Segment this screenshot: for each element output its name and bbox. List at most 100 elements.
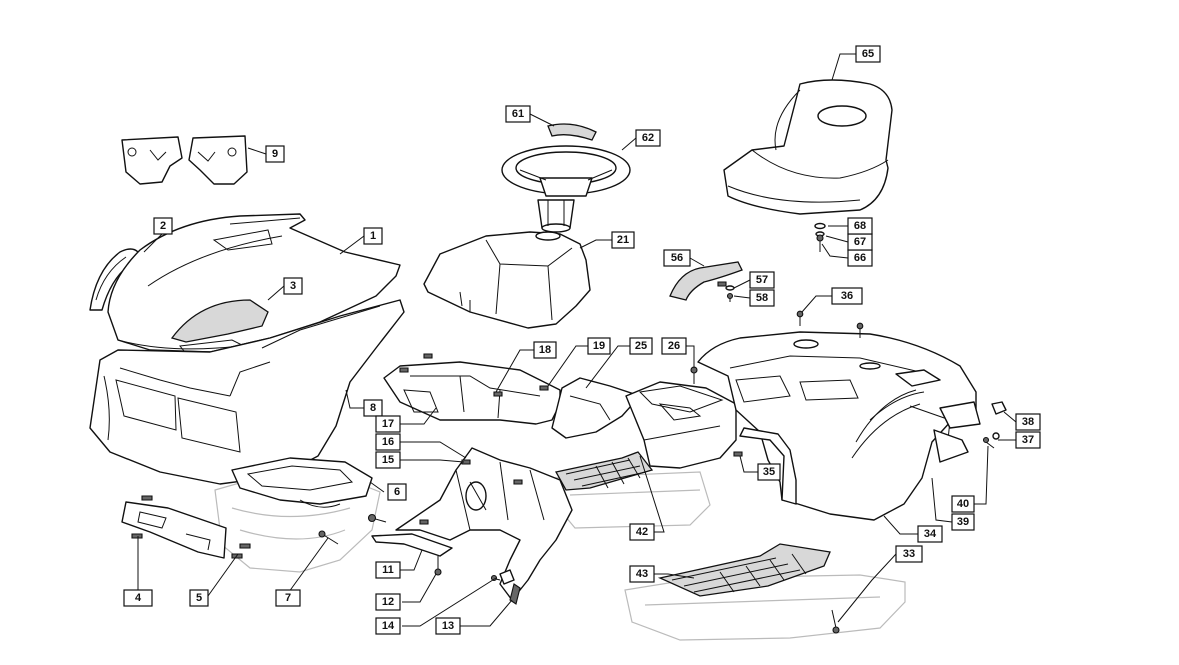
callout-57: 57 — [749, 271, 775, 289]
callout-12: 12 — [375, 593, 401, 611]
front-bracket — [121, 501, 227, 559]
callout-1: 1 — [363, 227, 383, 245]
callout-3: 3 — [283, 277, 303, 295]
bolt-6 — [367, 513, 387, 523]
svg-text:9: 9 — [272, 148, 278, 160]
footrest-mat-43 — [657, 543, 831, 597]
svg-text:35: 35 — [763, 466, 775, 478]
callout-26: 26 — [661, 337, 687, 355]
svg-text:3: 3 — [290, 280, 296, 292]
callout-56: 56 — [663, 249, 691, 267]
svg-text:17: 17 — [382, 418, 394, 430]
side-fasteners — [982, 401, 1007, 449]
svg-text:21: 21 — [617, 234, 629, 246]
callout-37: 37 — [1015, 431, 1041, 449]
callout-62: 62 — [635, 129, 661, 147]
callout-39: 39 — [951, 513, 975, 531]
callout-9: 9 — [265, 145, 285, 163]
svg-text:34: 34 — [924, 528, 937, 540]
svg-text:38: 38 — [1022, 416, 1034, 428]
footwell-panel — [371, 447, 573, 605]
svg-text:56: 56 — [671, 252, 683, 264]
callout-7: 7 — [275, 589, 301, 607]
svg-text:67: 67 — [854, 236, 866, 248]
floor-frame — [383, 353, 561, 425]
callout-6: 6 — [387, 483, 407, 501]
leader-lines — [137, 53, 1017, 627]
callout-19: 19 — [587, 337, 611, 355]
bolt-26 — [690, 366, 698, 384]
callout-68: 68 — [847, 217, 873, 235]
svg-text:5: 5 — [196, 592, 202, 604]
svg-text:13: 13 — [442, 620, 454, 632]
hood-handle — [89, 248, 139, 311]
callout-16: 16 — [375, 433, 401, 451]
svg-text:62: 62 — [642, 132, 654, 144]
callout-14: 14 — [375, 617, 401, 635]
callout-35: 35 — [757, 463, 781, 481]
footrest-mat-42 — [555, 451, 654, 491]
callout-34: 34 — [917, 525, 943, 543]
svg-text:18: 18 — [539, 344, 551, 356]
svg-text:42: 42 — [636, 526, 648, 538]
callout-17: 17 — [375, 415, 401, 433]
callout-4: 4 — [123, 589, 153, 607]
svg-text:26: 26 — [668, 340, 680, 352]
rear-body — [697, 331, 981, 521]
callout-40: 40 — [951, 495, 975, 513]
svg-text:61: 61 — [512, 108, 524, 120]
decal-pair — [121, 135, 248, 185]
svg-text:43: 43 — [636, 568, 648, 580]
callout-67: 67 — [847, 233, 873, 251]
svg-text:33: 33 — [903, 548, 915, 560]
svg-text:6: 6 — [394, 486, 400, 498]
svg-text:15: 15 — [382, 454, 394, 466]
svg-text:36: 36 — [841, 290, 853, 302]
dashboard-cowl — [423, 231, 591, 329]
tunnel-cover — [551, 377, 641, 439]
svg-text:4: 4 — [135, 592, 142, 604]
svg-text:58: 58 — [756, 292, 768, 304]
callout-61: 61 — [505, 105, 531, 123]
fender-pad — [669, 261, 743, 302]
callout-42: 42 — [629, 523, 655, 541]
svg-text:68: 68 — [854, 220, 866, 232]
callout-21: 21 — [611, 231, 635, 249]
front-support-plate — [231, 457, 373, 508]
callout-33: 33 — [895, 545, 923, 563]
screw-set-rear — [796, 310, 864, 338]
callout-11: 11 — [375, 561, 401, 579]
svg-text:25: 25 — [635, 340, 647, 352]
callout-2: 2 — [153, 217, 173, 235]
hood — [107, 213, 401, 353]
chassis-outline-front — [214, 477, 381, 573]
svg-text:11: 11 — [382, 564, 394, 576]
seat-hardware — [814, 222, 826, 252]
callout-38: 38 — [1015, 413, 1041, 431]
svg-text:37: 37 — [1022, 434, 1034, 446]
callout-65: 65 — [855, 45, 881, 63]
rear-bracket — [733, 427, 797, 505]
svg-text:40: 40 — [957, 498, 969, 510]
svg-text:66: 66 — [854, 252, 866, 264]
front-shell — [89, 299, 405, 485]
svg-text:19: 19 — [593, 340, 605, 352]
svg-text:2: 2 — [160, 220, 166, 232]
steering-wheel — [501, 123, 631, 233]
callout-36: 36 — [831, 287, 863, 305]
callout-58: 58 — [749, 289, 775, 307]
callout-18: 18 — [533, 341, 557, 359]
callout-15: 15 — [375, 451, 401, 469]
callout-25: 25 — [629, 337, 653, 355]
svg-text:8: 8 — [370, 402, 376, 414]
callout-66: 66 — [847, 249, 873, 267]
callout-13: 13 — [435, 617, 461, 635]
svg-text:7: 7 — [285, 592, 291, 604]
callout-8: 8 — [363, 399, 383, 417]
svg-text:12: 12 — [382, 596, 394, 608]
callout-5: 5 — [189, 589, 209, 607]
bolt-33 — [831, 609, 840, 634]
svg-text:39: 39 — [957, 516, 969, 528]
centre-console — [625, 381, 737, 469]
